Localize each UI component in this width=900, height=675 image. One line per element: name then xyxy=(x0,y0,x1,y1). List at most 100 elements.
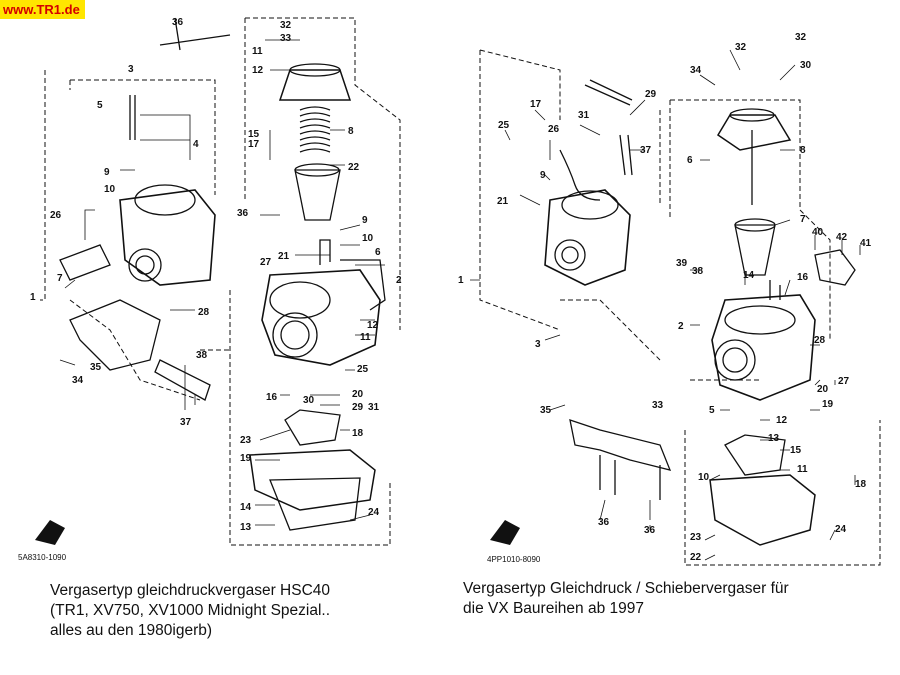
svg-text:20: 20 xyxy=(352,389,364,400)
svg-text:15: 15 xyxy=(790,445,802,456)
svg-text:10: 10 xyxy=(362,233,374,244)
svg-text:8: 8 xyxy=(800,145,806,156)
svg-text:2: 2 xyxy=(678,321,684,332)
svg-text:10: 10 xyxy=(104,184,116,195)
svg-text:13: 13 xyxy=(768,433,780,444)
svg-text:15: 15 xyxy=(248,129,260,140)
svg-text:32: 32 xyxy=(735,42,747,53)
svg-text:5: 5 xyxy=(709,405,715,416)
left-carburetor-diagram xyxy=(40,17,401,546)
svg-text:40: 40 xyxy=(812,227,824,238)
svg-text:14: 14 xyxy=(240,502,252,513)
svg-text:8: 8 xyxy=(348,126,354,137)
svg-text:1: 1 xyxy=(458,275,464,286)
svg-text:27: 27 xyxy=(838,376,850,387)
svg-text:39: 39 xyxy=(676,258,688,269)
svg-text:34: 34 xyxy=(690,65,702,76)
svg-text:9: 9 xyxy=(540,170,546,181)
svg-text:21: 21 xyxy=(278,251,290,262)
svg-text:7: 7 xyxy=(57,273,63,284)
caption-line: Vergasertyp gleichdruckvergaser HSC40 xyxy=(50,582,330,599)
svg-text:35: 35 xyxy=(90,362,102,373)
svg-text:35: 35 xyxy=(540,405,552,416)
svg-text:7: 7 xyxy=(800,214,806,225)
svg-text:29: 29 xyxy=(352,402,364,413)
svg-text:31: 31 xyxy=(578,110,590,121)
svg-text:22: 22 xyxy=(690,552,702,563)
svg-text:28: 28 xyxy=(198,307,210,318)
svg-text:41: 41 xyxy=(860,238,872,249)
svg-text:38: 38 xyxy=(196,350,208,361)
svg-text:37: 37 xyxy=(180,417,192,428)
svg-text:30: 30 xyxy=(800,60,812,71)
svg-text:5A8310-1090: 5A8310-1090 xyxy=(18,553,67,562)
front-arrow-icon xyxy=(490,520,520,545)
svg-text:17: 17 xyxy=(248,139,260,150)
svg-text:31: 31 xyxy=(368,402,380,413)
right-part-labels: 17 25 26 9 31 29 37 21 1 3 35 36 33 32 3… xyxy=(458,32,872,564)
svg-text:17: 17 xyxy=(530,99,542,110)
caption-line: alles au den 1980igerb) xyxy=(50,622,213,639)
right-caption: Vergasertyp Gleichdruck / Schiebervergas… xyxy=(463,579,789,619)
right-carburetor-diagram xyxy=(470,49,881,566)
svg-text:11: 11 xyxy=(252,46,263,57)
svg-text:9: 9 xyxy=(104,167,110,178)
svg-text:24: 24 xyxy=(835,524,847,535)
site-label[interactable]: www.TR1.de xyxy=(0,0,85,19)
svg-text:18: 18 xyxy=(855,479,867,490)
svg-text:27: 27 xyxy=(260,257,272,268)
svg-text:23: 23 xyxy=(690,532,702,543)
svg-text:6: 6 xyxy=(375,247,381,258)
svg-text:10: 10 xyxy=(698,472,710,483)
svg-text:30: 30 xyxy=(303,395,315,406)
svg-text:29: 29 xyxy=(645,89,657,100)
svg-text:19: 19 xyxy=(240,453,252,464)
left-caption: Vergasertyp gleichdruckvergaser HSC40 (T… xyxy=(50,581,330,641)
svg-text:4: 4 xyxy=(193,139,199,150)
svg-text:16: 16 xyxy=(797,272,809,283)
svg-text:25: 25 xyxy=(357,364,369,375)
svg-text:23: 23 xyxy=(240,435,252,446)
svg-text:36: 36 xyxy=(172,17,184,28)
caption-line: die VX Baureihen ab 1997 xyxy=(463,600,644,617)
left-part-labels: 36 3 5 4 9 10 26 7 1 34 35 37 38 28 32 3… xyxy=(18,17,402,562)
svg-text:12: 12 xyxy=(252,65,264,76)
svg-text:26: 26 xyxy=(548,124,560,135)
svg-text:3: 3 xyxy=(128,64,134,75)
caption-line: (TR1, XV750, XV1000 Midnight Spezial.. xyxy=(50,602,331,619)
svg-text:9: 9 xyxy=(362,215,368,226)
front-arrow-icon xyxy=(35,520,65,545)
svg-text:3: 3 xyxy=(535,339,541,350)
svg-text:26: 26 xyxy=(50,210,62,221)
svg-text:20: 20 xyxy=(817,384,829,395)
caption-line: Vergasertyp Gleichdruck / Schiebervergas… xyxy=(463,580,789,597)
svg-text:37: 37 xyxy=(640,145,652,156)
svg-text:28: 28 xyxy=(814,335,826,346)
svg-text:25: 25 xyxy=(498,120,510,131)
svg-text:14: 14 xyxy=(743,270,755,281)
svg-text:42: 42 xyxy=(836,232,848,243)
svg-text:33: 33 xyxy=(280,33,292,44)
svg-text:34: 34 xyxy=(72,375,84,386)
svg-text:5: 5 xyxy=(97,100,103,111)
svg-text:33: 33 xyxy=(652,400,664,411)
svg-text:4PP1010-8090: 4PP1010-8090 xyxy=(487,555,541,564)
svg-text:11: 11 xyxy=(797,464,808,475)
svg-text:36: 36 xyxy=(644,525,656,536)
svg-text:1: 1 xyxy=(30,292,36,303)
svg-text:18: 18 xyxy=(352,428,364,439)
svg-text:12: 12 xyxy=(367,320,379,331)
svg-text:19: 19 xyxy=(822,399,834,410)
svg-text:22: 22 xyxy=(348,162,360,173)
svg-text:16: 16 xyxy=(266,392,278,403)
svg-text:12: 12 xyxy=(776,415,788,426)
svg-text:32: 32 xyxy=(280,20,292,31)
svg-text:24: 24 xyxy=(368,507,380,518)
svg-text:32: 32 xyxy=(795,32,807,43)
svg-text:21: 21 xyxy=(497,196,509,207)
svg-text:36: 36 xyxy=(598,517,610,528)
svg-text:6: 6 xyxy=(687,155,693,166)
svg-text:38: 38 xyxy=(692,266,704,277)
svg-text:36: 36 xyxy=(237,208,249,219)
